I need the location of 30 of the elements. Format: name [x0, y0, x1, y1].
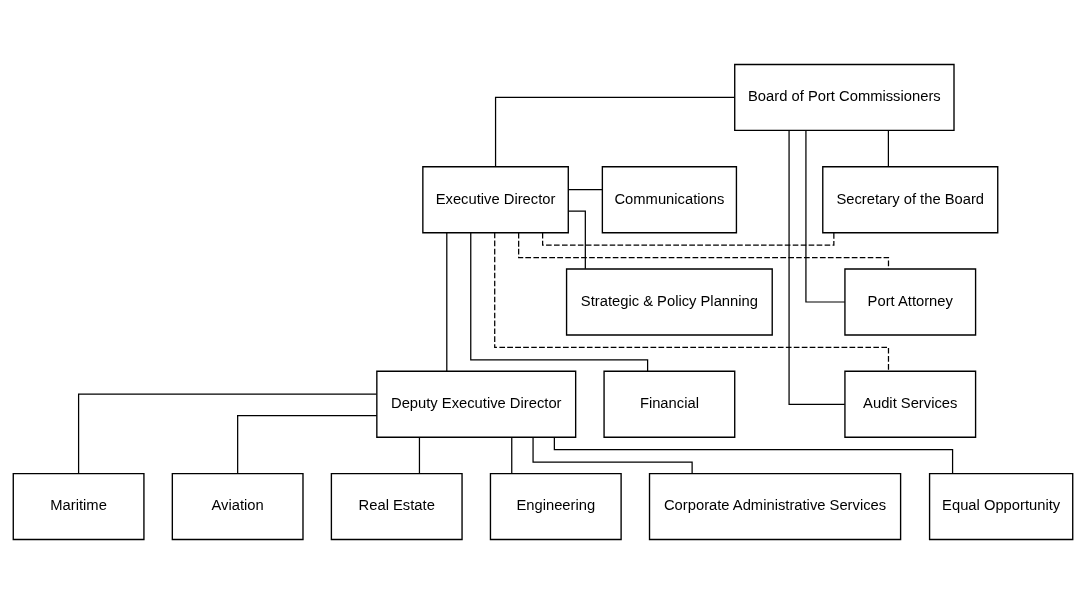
connector	[568, 188, 603, 191]
connector	[511, 437, 513, 474]
node-box: Real Estate	[330, 472, 463, 541]
node-box: Audit Services	[844, 370, 977, 438]
connector	[532, 436, 693, 474]
connector	[494, 96, 736, 167]
node-box: Maritime	[12, 472, 145, 541]
connector	[77, 393, 378, 474]
connector	[887, 130, 889, 168]
connector	[418, 437, 421, 474]
node-box: Communications	[601, 166, 738, 234]
node-box: Corporate Administrative Services	[648, 472, 902, 541]
connector	[567, 210, 586, 270]
node-box: Financial	[603, 370, 736, 438]
connector	[470, 232, 649, 372]
node-box: Secretary of the Board	[822, 166, 999, 234]
connector	[553, 436, 954, 475]
connector	[788, 130, 846, 405]
connector	[805, 130, 846, 303]
connector	[237, 415, 378, 474]
node-box: Engineering	[489, 472, 622, 541]
node-box: Aviation	[171, 472, 304, 541]
node-box: Executive Director	[422, 166, 569, 234]
node-box: Deputy Executive Director	[376, 370, 577, 438]
node-box: Port Attorney	[844, 268, 977, 336]
connector	[446, 232, 448, 372]
node-box: Equal Opportunity	[928, 472, 1074, 541]
node-box: Board of Port Commissioners	[734, 63, 955, 132]
connector	[494, 232, 890, 372]
node-box: Strategic & Policy Planning	[565, 268, 773, 336]
